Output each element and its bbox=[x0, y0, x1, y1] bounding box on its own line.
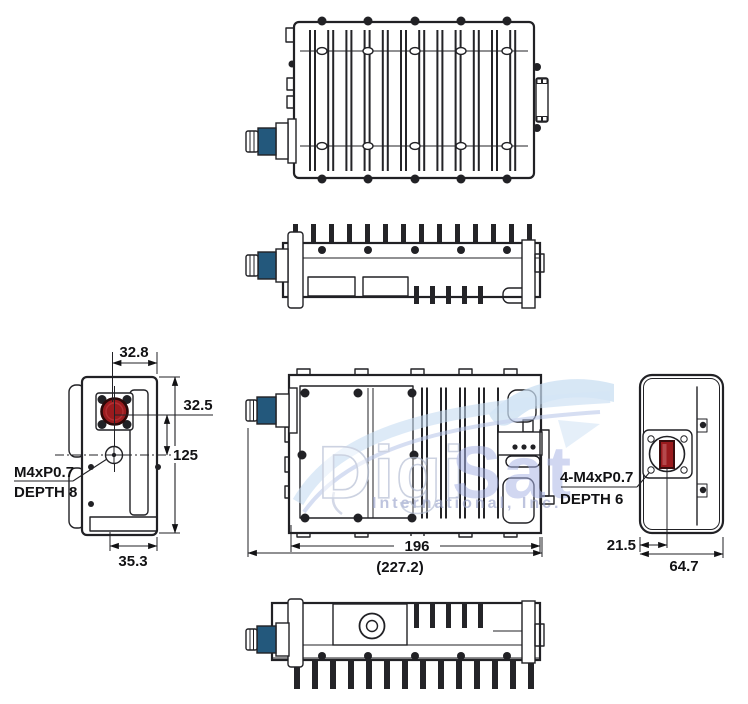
side-view-lower bbox=[245, 598, 545, 689]
coax-connector bbox=[245, 118, 297, 164]
note-m4-line1: M4xP0.7 bbox=[14, 464, 74, 481]
dim-32-5: 32.5 bbox=[114, 397, 213, 456]
watermark-swoosh-tail bbox=[558, 420, 600, 448]
dim-227-2-label: (227.2) bbox=[376, 559, 424, 576]
boss-pocket bbox=[307, 276, 356, 297]
dim-21-5: 21.5 bbox=[607, 537, 668, 554]
cover-screws bbox=[318, 652, 511, 660]
cover-screws bbox=[318, 246, 511, 254]
coax-connector bbox=[245, 622, 290, 657]
output-flange bbox=[533, 63, 549, 132]
cover-screws bbox=[317, 16, 512, 184]
dim-32-5-label: 32.5 bbox=[183, 397, 212, 414]
screw bbox=[699, 421, 707, 429]
dim-196: 196 bbox=[290, 525, 541, 555]
top-view bbox=[245, 16, 549, 184]
watermark-swoosh bbox=[489, 379, 614, 426]
front-flange bbox=[287, 598, 304, 668]
rear-tab bbox=[534, 623, 545, 647]
note-4m4-line1: 4-M4xP0.7 bbox=[560, 469, 633, 486]
end-view-right: 4-M4xP0.7 DEPTH 6 21.5 64.7 bbox=[560, 373, 725, 575]
dim-125: 125 bbox=[159, 376, 207, 534]
rear-tab bbox=[534, 253, 545, 273]
dim-227-2: (227.2) bbox=[247, 428, 543, 576]
dim-32-8-label: 32.8 bbox=[119, 344, 148, 361]
watermark-word2: Sat bbox=[452, 431, 573, 514]
watermark-line2: International, Inc. bbox=[372, 495, 561, 512]
watermark-word1: Digi bbox=[318, 431, 466, 514]
coax-connector bbox=[245, 387, 298, 434]
note-4m4-line2: DEPTH 6 bbox=[560, 491, 623, 508]
end-view-left: 32.8 32.5 125 35.3 M4xP0.7 DEPTH 8 bbox=[14, 344, 213, 570]
screw bbox=[699, 486, 707, 494]
screw bbox=[88, 501, 94, 507]
bottom-rib bbox=[89, 516, 158, 532]
side-view-upper bbox=[245, 224, 545, 309]
cover-screws bbox=[297, 388, 419, 523]
front-flange bbox=[287, 231, 304, 309]
watermark: Digi Sat International, Inc. bbox=[292, 379, 614, 516]
dim-35-3-label: 35.3 bbox=[118, 553, 147, 570]
waveguide-port bbox=[642, 429, 693, 548]
rear-plate bbox=[521, 239, 536, 309]
dim-35-3: 35.3 bbox=[109, 532, 158, 570]
side-bracket bbox=[497, 389, 555, 524]
note-m4: M4xP0.7 DEPTH 8 bbox=[14, 458, 108, 501]
note-4m4: 4-M4xP0.7 DEPTH 6 bbox=[560, 469, 650, 508]
dim-125-label: 125 bbox=[173, 447, 198, 464]
dim-64-7-label: 64.7 bbox=[669, 558, 698, 575]
cross-rails bbox=[300, 46, 528, 151]
note-m4-line2: DEPTH 8 bbox=[14, 484, 77, 501]
mount-boss bbox=[332, 603, 408, 646]
dim-32-8: 32.8 bbox=[112, 344, 158, 402]
screw bbox=[155, 464, 161, 470]
coax-connector bbox=[245, 248, 289, 283]
rf-input-connector bbox=[95, 386, 134, 472]
dim-64-7: 64.7 bbox=[639, 537, 724, 575]
dim-21-5-label: 21.5 bbox=[607, 537, 636, 554]
rear-plate bbox=[521, 600, 536, 664]
boss-pocket bbox=[362, 276, 409, 297]
inner-rib bbox=[129, 389, 149, 516]
housing-outline bbox=[281, 241, 542, 299]
